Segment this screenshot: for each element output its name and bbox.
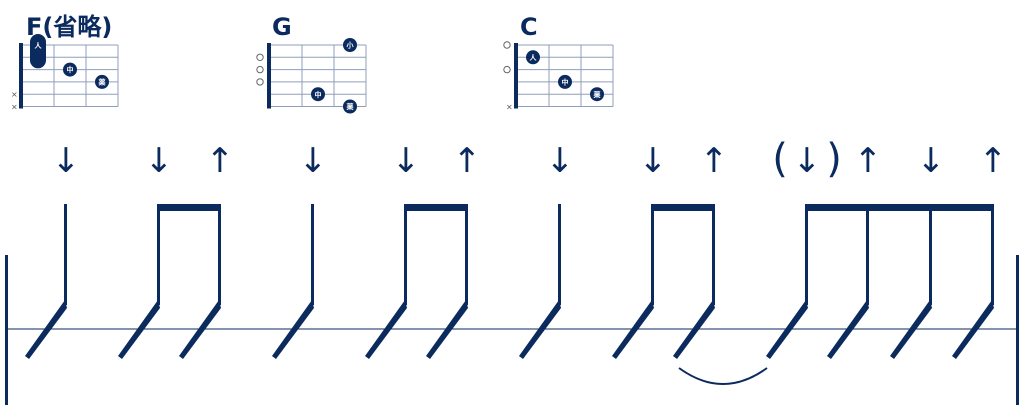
chord-diagram-3: C × 人中薬: [503, 13, 614, 112]
rhythm-note: [426, 204, 468, 359]
note-stem: [465, 204, 468, 305]
open-string-mark: [256, 53, 264, 61]
note-stem: [929, 204, 932, 305]
finger-label: 中: [315, 90, 322, 99]
rhythm-note: [673, 204, 715, 359]
eighth-beam: [157, 204, 221, 211]
slash-notehead: [365, 300, 407, 359]
note-stem: [64, 204, 67, 305]
eighth-beam: [651, 204, 715, 211]
rhythm-note: [519, 204, 561, 359]
finger-dot: [526, 50, 540, 65]
note-stem: [157, 204, 160, 305]
note-stem: [651, 204, 654, 305]
strum-arrows: ↓ ↓ ↑ ↓ ↓ ↑ ↓ ↓ ↑ ↓ ↑ ↓ ↑ (): [52, 136, 1008, 182]
ghost-strum-paren-open: (: [772, 136, 788, 182]
strum-down-arrow: ↓: [392, 141, 421, 181]
open-string-mark: [503, 65, 511, 74]
finger-label: 小: [346, 41, 354, 50]
rhythm-note: [766, 204, 808, 359]
barre-finger: [30, 34, 46, 69]
slash-notehead: [766, 300, 808, 359]
slash-notehead: [179, 300, 221, 359]
strum-down-arrow: ↓: [546, 141, 575, 181]
slash-notehead: [890, 300, 932, 359]
finger-label: 薬: [593, 90, 602, 99]
finger-dot: [590, 87, 604, 102]
finger-label: 薬: [98, 78, 107, 87]
rhythm-note: [612, 204, 654, 359]
rhythm-notes: [25, 204, 994, 385]
chord-name: C: [520, 13, 538, 41]
finger-dot: [343, 99, 357, 114]
strum-up-arrow: ↑: [854, 141, 883, 181]
rhythm-note: [118, 204, 160, 359]
finger-label: 人: [35, 41, 43, 50]
rhythm-note: [179, 204, 221, 359]
note-stem: [218, 204, 221, 305]
open-string-mark: [256, 65, 264, 74]
strum-up-arrow: ↑: [979, 141, 1008, 181]
end-barline: [1016, 255, 1019, 405]
note-stem: [866, 204, 869, 305]
start-barline: [5, 255, 8, 405]
tie-arc: [678, 367, 768, 385]
nut: [267, 43, 271, 109]
slash-notehead: [673, 300, 715, 359]
eighth-beam: [404, 204, 468, 211]
muted-string-mark: ×: [506, 103, 513, 112]
slash-notehead: [118, 300, 160, 359]
slash-notehead: [272, 300, 314, 359]
strum-up-arrow: ↑: [206, 141, 235, 181]
note-stem: [311, 204, 314, 305]
finger-label: 人: [530, 53, 538, 62]
chord-diagram-2: G 小中薬: [256, 13, 367, 114]
finger-dot: [95, 74, 109, 89]
open-string-mark: [256, 78, 264, 86]
note-stem: [712, 204, 715, 305]
finger-dot: [343, 38, 357, 52]
rhythm-note: [25, 204, 67, 359]
strum-down-arrow: ↓: [299, 141, 328, 181]
finger-label: 中: [67, 65, 74, 74]
slash-notehead: [952, 300, 994, 359]
strum-down-arrow: ↓: [793, 141, 822, 181]
rhythm-note: [272, 204, 314, 359]
strum-down-arrow: ↓: [917, 141, 946, 181]
slash-notehead: [25, 300, 67, 359]
eighth-beam: [805, 204, 994, 211]
finger-dot: [311, 87, 325, 102]
note-stem: [404, 204, 407, 305]
note-stem: [805, 204, 808, 305]
rhythm-note: [890, 204, 932, 359]
nut: [514, 43, 518, 109]
chord-diagram-1: F(省略)××人中薬: [11, 13, 119, 112]
open-string-mark: [503, 41, 511, 49]
muted-string-mark: ×: [11, 90, 18, 99]
slash-notehead: [827, 300, 869, 359]
rhythm-note: [365, 204, 407, 359]
chord-name: G: [272, 13, 292, 41]
note-stem: [558, 204, 561, 305]
strum-down-arrow: ↓: [639, 141, 668, 181]
finger-dot: [558, 74, 572, 89]
ghost-strum-paren-close: ): [826, 136, 842, 182]
slash-notehead: [426, 300, 468, 359]
slash-notehead: [612, 300, 654, 359]
finger-dot: [63, 62, 77, 77]
slash-notehead: [519, 300, 561, 359]
finger-label: 中: [562, 78, 569, 87]
rhythm-note: [952, 204, 994, 359]
note-stem: [991, 204, 994, 305]
strum-down-arrow: ↓: [145, 141, 174, 181]
rhythm-note: [827, 204, 869, 359]
muted-string-mark: ×: [11, 103, 18, 112]
finger-label: 薬: [346, 102, 355, 111]
strum-up-arrow: ↑: [700, 141, 729, 181]
nut: [19, 43, 23, 109]
strum-up-arrow: ↑: [453, 141, 482, 181]
strum-down-arrow: ↓: [52, 141, 81, 181]
